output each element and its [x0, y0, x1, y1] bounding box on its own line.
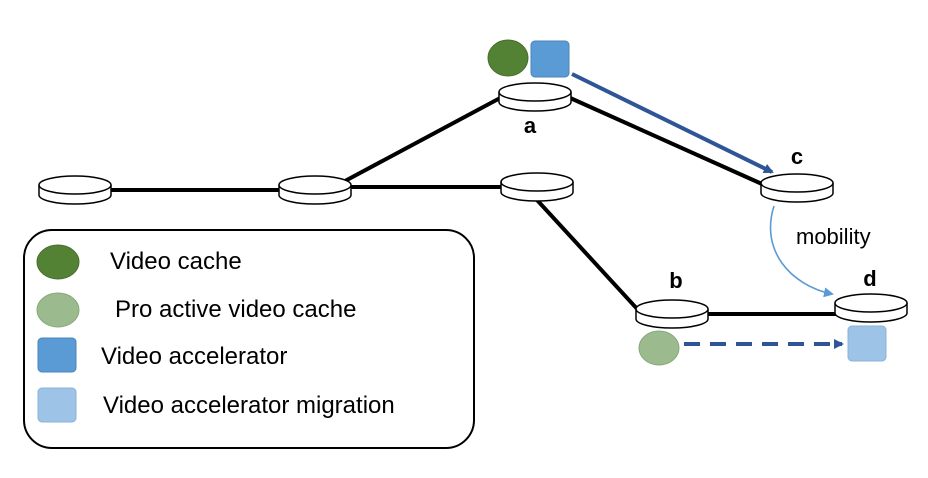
node-label-a: a: [524, 113, 537, 138]
link-right-to-b: [535, 198, 642, 314]
video-accelerator-icon: [530, 40, 570, 78]
legend-video-accelerator-label: Video accelerator: [101, 343, 287, 370]
node-label-d: d: [863, 266, 876, 291]
legend-accelerator-migration-label: Video accelerator migration: [103, 392, 395, 419]
legend-accelerator-migration-icon: [37, 387, 77, 423]
network-links: [108, 95, 838, 316]
router-node-b: [635, 299, 709, 329]
router-node-right: [500, 172, 574, 202]
proactive-cache-icon: [638, 330, 680, 366]
legend-video-cache-icon: [36, 244, 80, 280]
router-node-left: [38, 175, 112, 205]
link-mid-to-a: [343, 95, 504, 183]
legend-box: [23, 229, 475, 449]
legend-video-accelerator-icon: [37, 337, 77, 373]
router-node-d: [834, 293, 908, 323]
legend-proactive-cache-label: Pro active video cache: [115, 296, 356, 323]
mobility-label: mobility: [796, 224, 871, 249]
legend-proactive-cache-icon: [36, 292, 80, 328]
legend-video-cache-label: Video cache: [110, 248, 242, 275]
mobility-arrow: [769, 205, 834, 298]
legend: Video cache Pro active video cache Video…: [23, 229, 475, 449]
migrated-accelerator-icon: [847, 325, 887, 362]
router-node-c: [760, 173, 834, 203]
router-node-a: [498, 82, 572, 112]
flow-arrow: [571, 72, 774, 174]
node-label-c: c: [791, 144, 803, 169]
link-a-to-c: [566, 95, 764, 186]
video-cache-icon: [487, 39, 529, 77]
node-label-b: b: [669, 268, 682, 293]
router-node-mid: [278, 175, 352, 205]
